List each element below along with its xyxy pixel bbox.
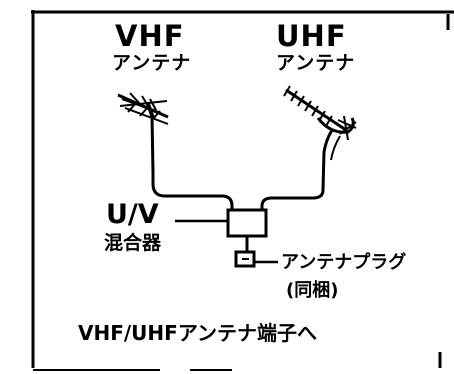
mixer-label-jp: 混合器 (104, 232, 162, 254)
vhf-antenna-icon (117, 92, 169, 174)
uhf-band-label: UHF (276, 19, 347, 53)
plug-included-note: (同梱) (286, 280, 339, 301)
cables (151, 173, 325, 212)
vhf-band-label: VHF (115, 19, 185, 53)
destination-label: VHF/UHFアンテナ端子へ (78, 321, 318, 345)
mixer-label-uv: U/V (106, 199, 159, 230)
vhf-antenna-label: アンテナ (112, 52, 192, 74)
frame (31, 10, 454, 371)
uhf-antenna-icon (283, 85, 357, 191)
plug-label: アンテナプラグ (281, 252, 407, 273)
antenna-plug-icon (234, 250, 256, 268)
leader-lines (175, 219, 278, 264)
mixer-box-icon (226, 208, 268, 254)
uhf-antenna-label: アンテナ (276, 52, 356, 74)
